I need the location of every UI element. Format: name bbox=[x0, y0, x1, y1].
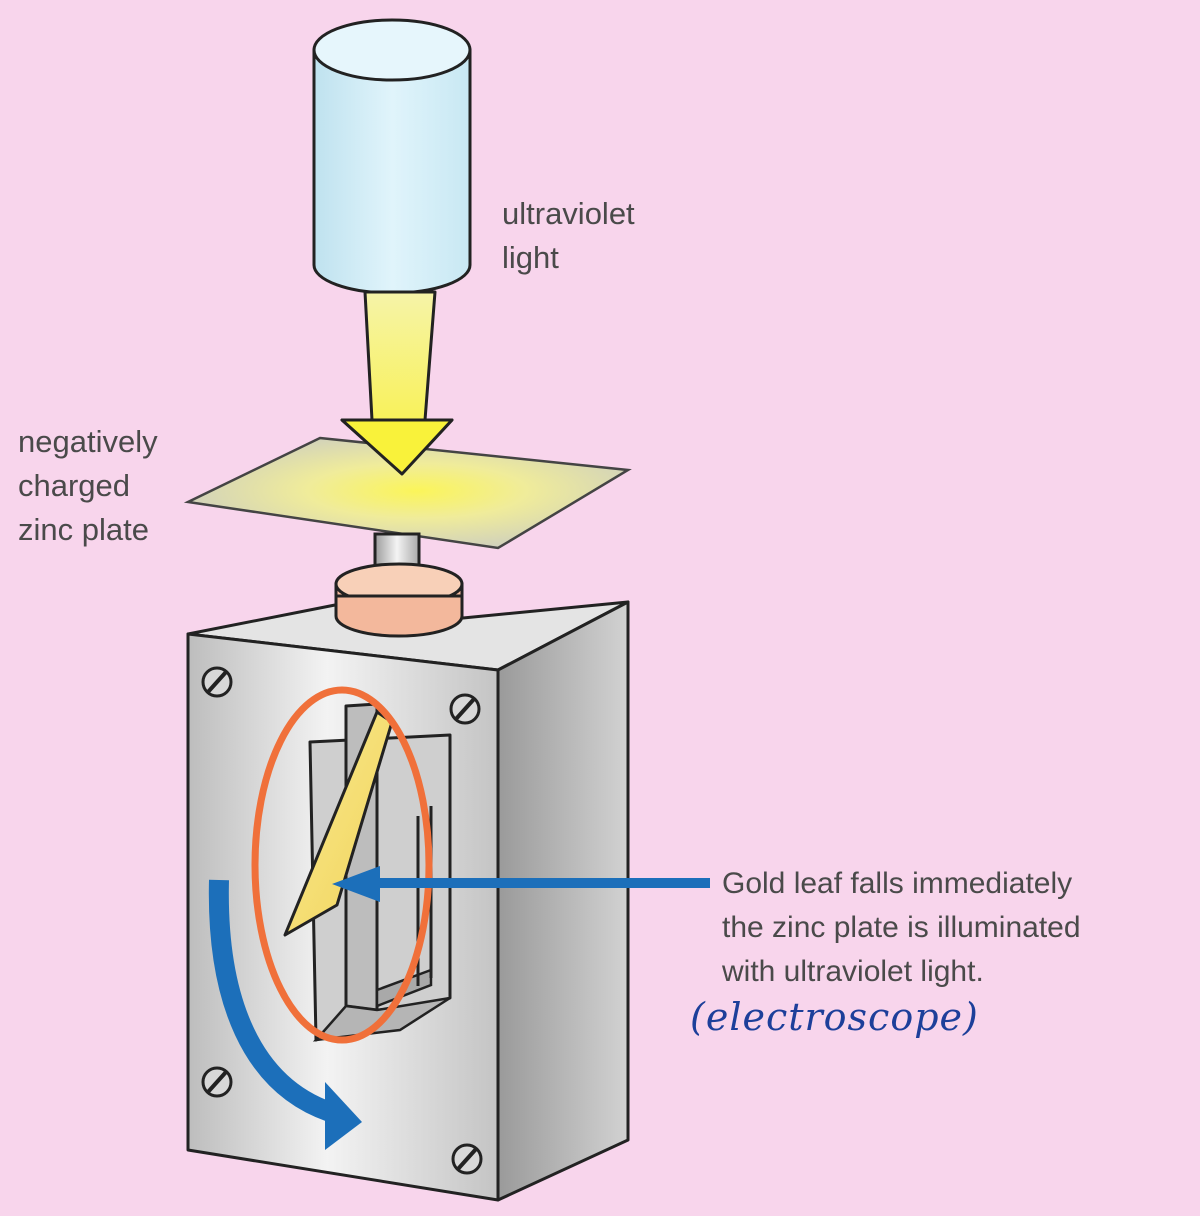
uv-beam-tip bbox=[340, 418, 454, 476]
gold-leaf-label: Gold leaf falls immediately the zinc pla… bbox=[722, 862, 1081, 994]
gold-leaf-label-line: the zinc plate is illuminated bbox=[722, 911, 1081, 944]
handwritten-annotation: (electroscope) bbox=[690, 995, 979, 1039]
zinc-plate-label-line: charged bbox=[18, 468, 131, 503]
gold-leaf-label-line: with ultraviolet light. bbox=[722, 955, 984, 988]
screw-bottom-right bbox=[451, 1143, 483, 1175]
gold-leaf-label-line: Gold leaf falls immediately bbox=[722, 867, 1073, 900]
highlight-ring bbox=[251, 686, 433, 1044]
uv-light-label-line: ultraviolet bbox=[502, 196, 635, 231]
zinc-plate-label: negatively charged zinc plate bbox=[18, 420, 158, 552]
zinc-plate-label-line: zinc plate bbox=[18, 512, 149, 547]
uv-light-label-line: light bbox=[502, 240, 559, 275]
screw-top-left bbox=[201, 666, 233, 698]
screw-top-right bbox=[449, 693, 481, 725]
blue-curved-arrow bbox=[208, 879, 362, 1150]
zinc-plate bbox=[183, 436, 632, 550]
screw-bottom-left bbox=[201, 1066, 233, 1098]
zinc-plate-label-line: negatively bbox=[18, 424, 158, 459]
uv-light-label: ultraviolet light bbox=[502, 192, 635, 280]
pointer-arrow bbox=[332, 866, 710, 902]
uv-lamp bbox=[312, 18, 472, 295]
